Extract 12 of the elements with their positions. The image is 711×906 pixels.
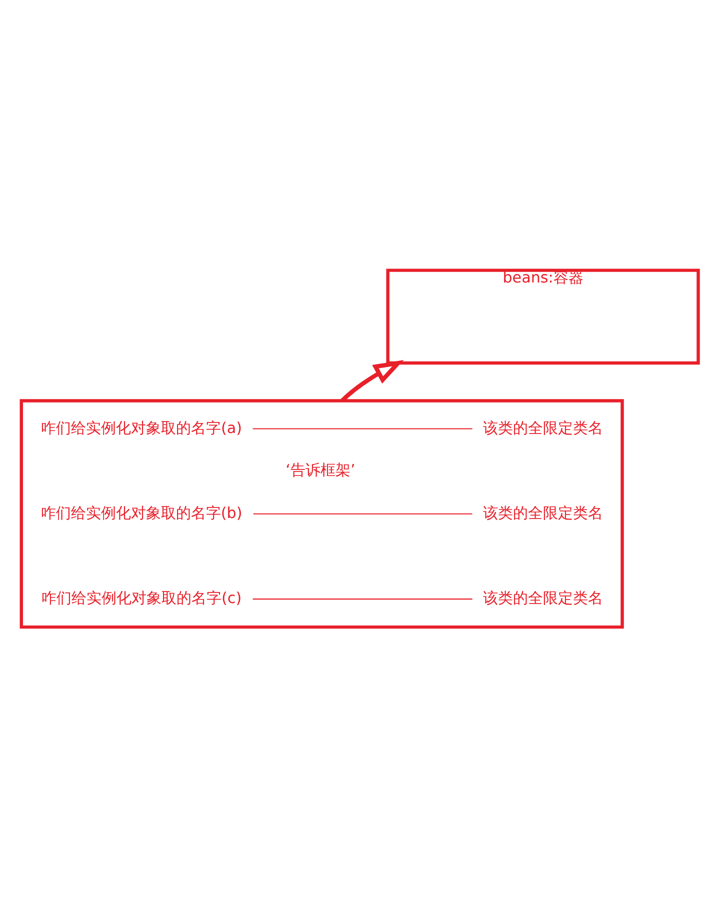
node-text: 咋们给实例化对象取的名字(c) [42,589,242,608]
cluster [20,399,624,629]
arrow [340,360,404,402]
edge-label: ‘告诉框架’ [286,460,356,479]
connector [253,513,472,514]
node-text: 咋们给实例化对象取的名字(b) [40,504,242,522]
node-text: 咋们给实例化对象取的名字(a) [41,418,242,437]
node-text: 该类的全限定类名 [483,504,604,522]
connector [252,428,472,430]
node-text: 该类的全限定类名 [483,418,604,437]
connector [252,598,472,600]
node-text: 该类的全限定类名 [483,589,604,608]
